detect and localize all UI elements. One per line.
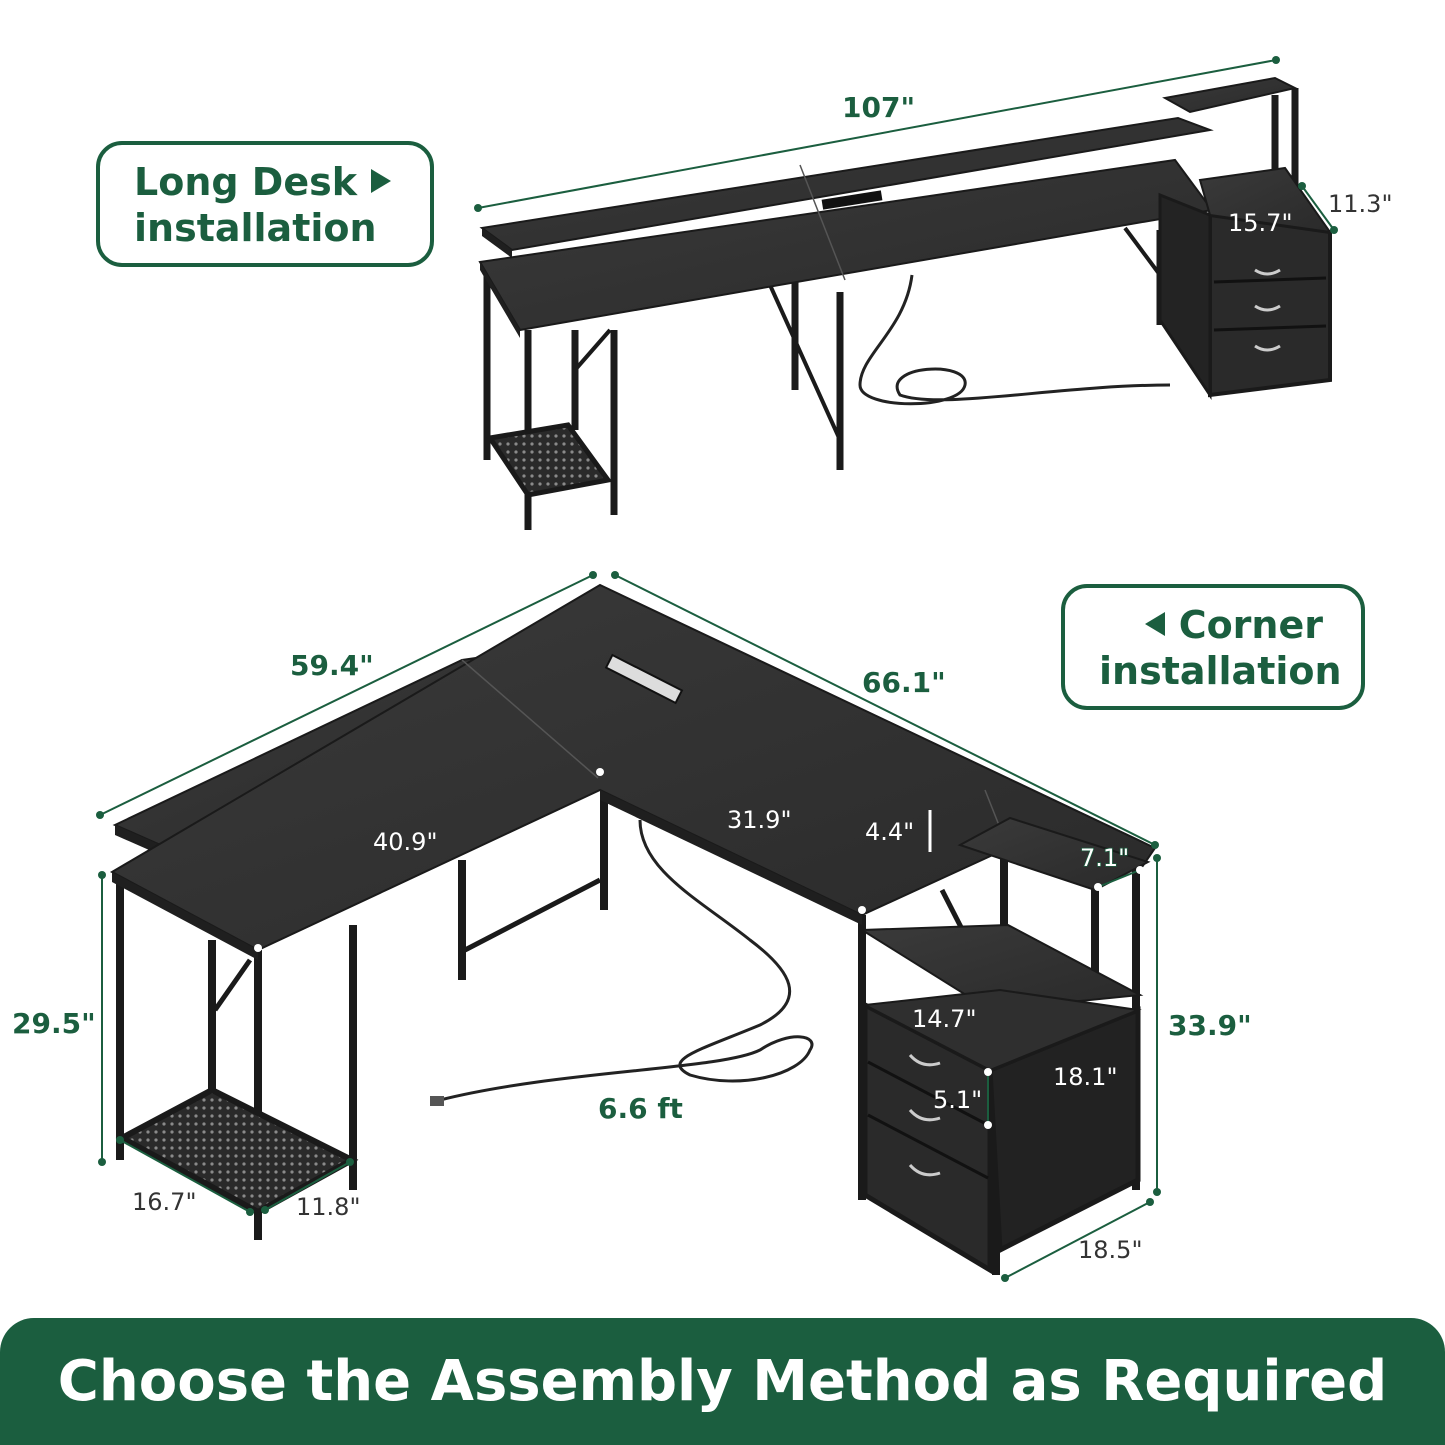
power-cord-corner [439, 819, 814, 1102]
banner-text: Choose the Assembly Method as Required [57, 1349, 1388, 1414]
corner-subtitle: installation [1099, 649, 1342, 693]
corner-desk: 59.4" 66.1" 40.9" 31.9" 4.4" 7.1" 29.5" … [12, 571, 1252, 1282]
dim-drawer-height: 5.1" [933, 1086, 982, 1114]
corner-title: Corner [1178, 603, 1323, 647]
long-desk: 107" 15.7" 11.3" [474, 56, 1392, 530]
dim-right-surface: 31.9" [727, 806, 791, 834]
dim-cord-length: 6.6 ft [598, 1092, 683, 1125]
dim-shelf-side-depth: 11.8" [296, 1193, 360, 1221]
dim-left-side-length: 59.4" [290, 649, 374, 682]
dim-riser-height: 4.4" [865, 818, 914, 846]
long-desk-subtitle: installation [134, 206, 377, 250]
dim-total-height: 33.9" [1168, 1009, 1252, 1042]
dim-desk-height: 29.5" [12, 1007, 96, 1040]
desk-illustrations: 107" 15.7" 11.3" [12, 56, 1392, 1282]
dim-cabinet-depth: 18.5" [1078, 1236, 1142, 1264]
corner-callout: Corner installation [1061, 584, 1365, 710]
dim-cabinet-width: 14.7" [912, 1005, 976, 1033]
dim-cabinet-height: 18.1" [1053, 1063, 1117, 1091]
dim-cabinet-depth: 11.3" [1328, 190, 1392, 218]
power-cord [858, 274, 1171, 406]
dim-left-surface: 40.9" [373, 828, 437, 856]
arrow-left-icon [1144, 612, 1165, 636]
mesh-shelf [485, 422, 613, 498]
bottom-banner: Choose the Assembly Method as Required [0, 1318, 1445, 1445]
dim-cabinet-width: 15.7" [1228, 209, 1292, 237]
file-cabinet [1208, 212, 1332, 398]
long-desk-title: Long Desk [134, 160, 358, 204]
dim-right-side-length: 66.1" [862, 666, 946, 699]
long-desk-callout: Long Desk installation [96, 141, 434, 267]
dim-total-length: 107" [842, 91, 915, 124]
dim-shelf-depth: 7.1" [1080, 844, 1129, 872]
dim-shelf-width: 16.7" [132, 1188, 196, 1216]
arrow-right-icon [371, 169, 392, 193]
